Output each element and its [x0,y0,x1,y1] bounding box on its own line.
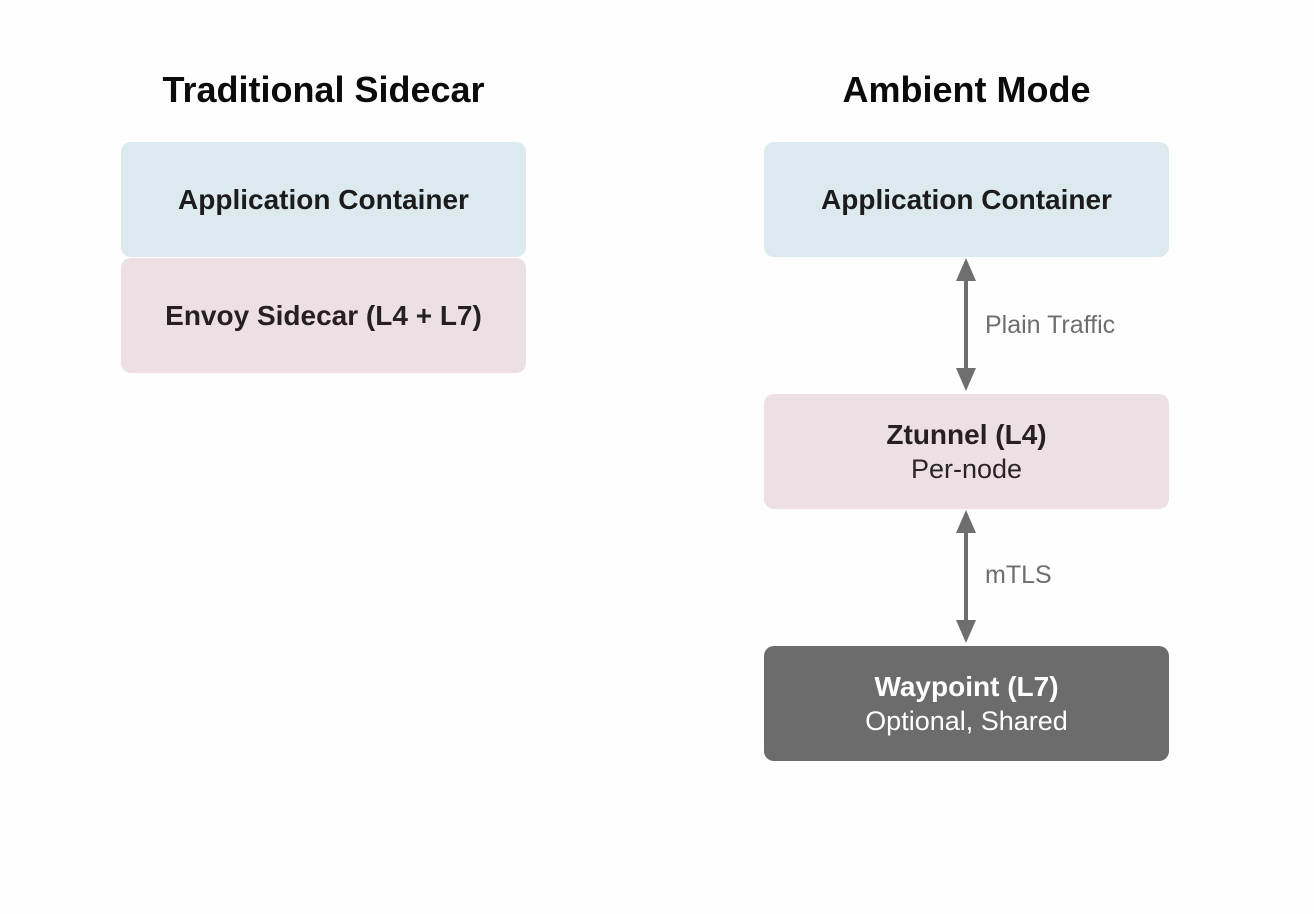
ztunnel-box: Ztunnel (L4) Per-node [764,394,1169,509]
mtls-label: mTLS [985,561,1052,589]
plain-traffic-label: Plain Traffic [985,311,1116,339]
ztunnel-subtitle: Per-node [910,453,1023,484]
right-application-container-box: Application Container [764,142,1169,257]
left-application-container-box: Application Container [121,142,526,257]
left-application-container-label: Application Container [178,183,469,215]
envoy-sidecar-box: Envoy Sidecar (L4 + L7) [121,258,526,373]
waypoint-subtitle: Optional, Shared [865,705,1068,736]
ztunnel-title: Ztunnel (L4) [886,418,1047,450]
right-application-container-label: Application Container [821,183,1112,215]
envoy-sidecar-label: Envoy Sidecar (L4 + L7) [165,299,482,331]
waypoint-title: Waypoint (L7) [874,670,1059,702]
waypoint-box: Waypoint (L7) Optional, Shared [764,646,1169,761]
ambient-mode-title: Ambient Mode [842,69,1091,110]
plain-traffic-arrow [956,258,976,391]
mtls-arrow [956,510,976,643]
traditional-sidecar-title: Traditional Sidecar [162,69,485,110]
